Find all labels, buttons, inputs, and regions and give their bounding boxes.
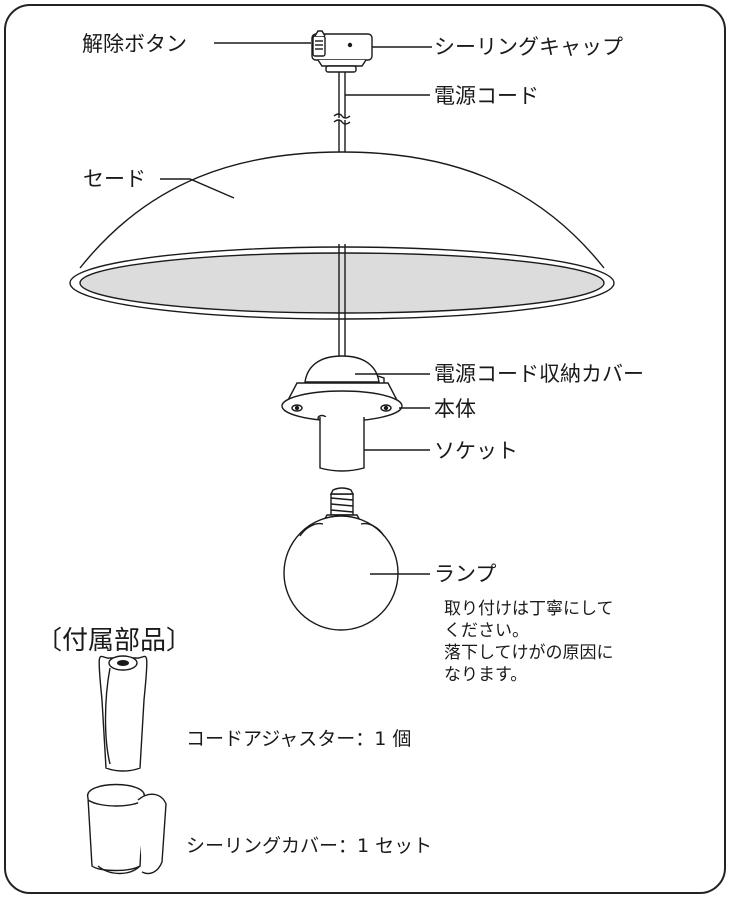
lamp-label: ランプ (434, 562, 497, 586)
lamp-bulb-icon (283, 487, 399, 631)
cord-cover-label: 電源コード収納カバー (434, 362, 644, 386)
cord-adjuster-label: コードアジャスター：1 個 (186, 728, 412, 750)
release-button-label: 解除ボタン (82, 32, 187, 56)
ceiling-cap-label: シーリングキャップ (434, 35, 623, 59)
caution-note-line: 取り付けは丁寧にして (444, 599, 614, 619)
power-cord-label: 電源コード (434, 84, 539, 108)
lamp-body-icon (281, 382, 403, 422)
accessories-title: 〔付属部品〕 (36, 626, 193, 656)
release-button-icon (312, 30, 326, 57)
power-cord-icon (333, 72, 351, 154)
caution-note: 取り付けは丁寧にして ください。 落下してけがの原因に なります。 (444, 598, 614, 686)
cord-cover-icon (304, 355, 385, 384)
ceiling-cap-icon (311, 33, 373, 73)
diagram-frame (4, 4, 726, 894)
caution-note-line: ください。 (444, 621, 529, 641)
cord-adjuster-icon (98, 655, 148, 772)
ceiling-cover-icon (87, 783, 167, 875)
caution-note-line: 落下してけがの原因に (444, 643, 614, 663)
shade-icon (69, 151, 615, 320)
shade-label: セード (83, 167, 146, 191)
caution-note-line: なります。 (444, 665, 528, 685)
ceiling-cover-label: シーリングカバー：1 セット (186, 835, 433, 857)
socket-icon (319, 417, 365, 472)
socket-label: ソケット (434, 439, 518, 463)
body-label: 本体 (434, 397, 476, 421)
